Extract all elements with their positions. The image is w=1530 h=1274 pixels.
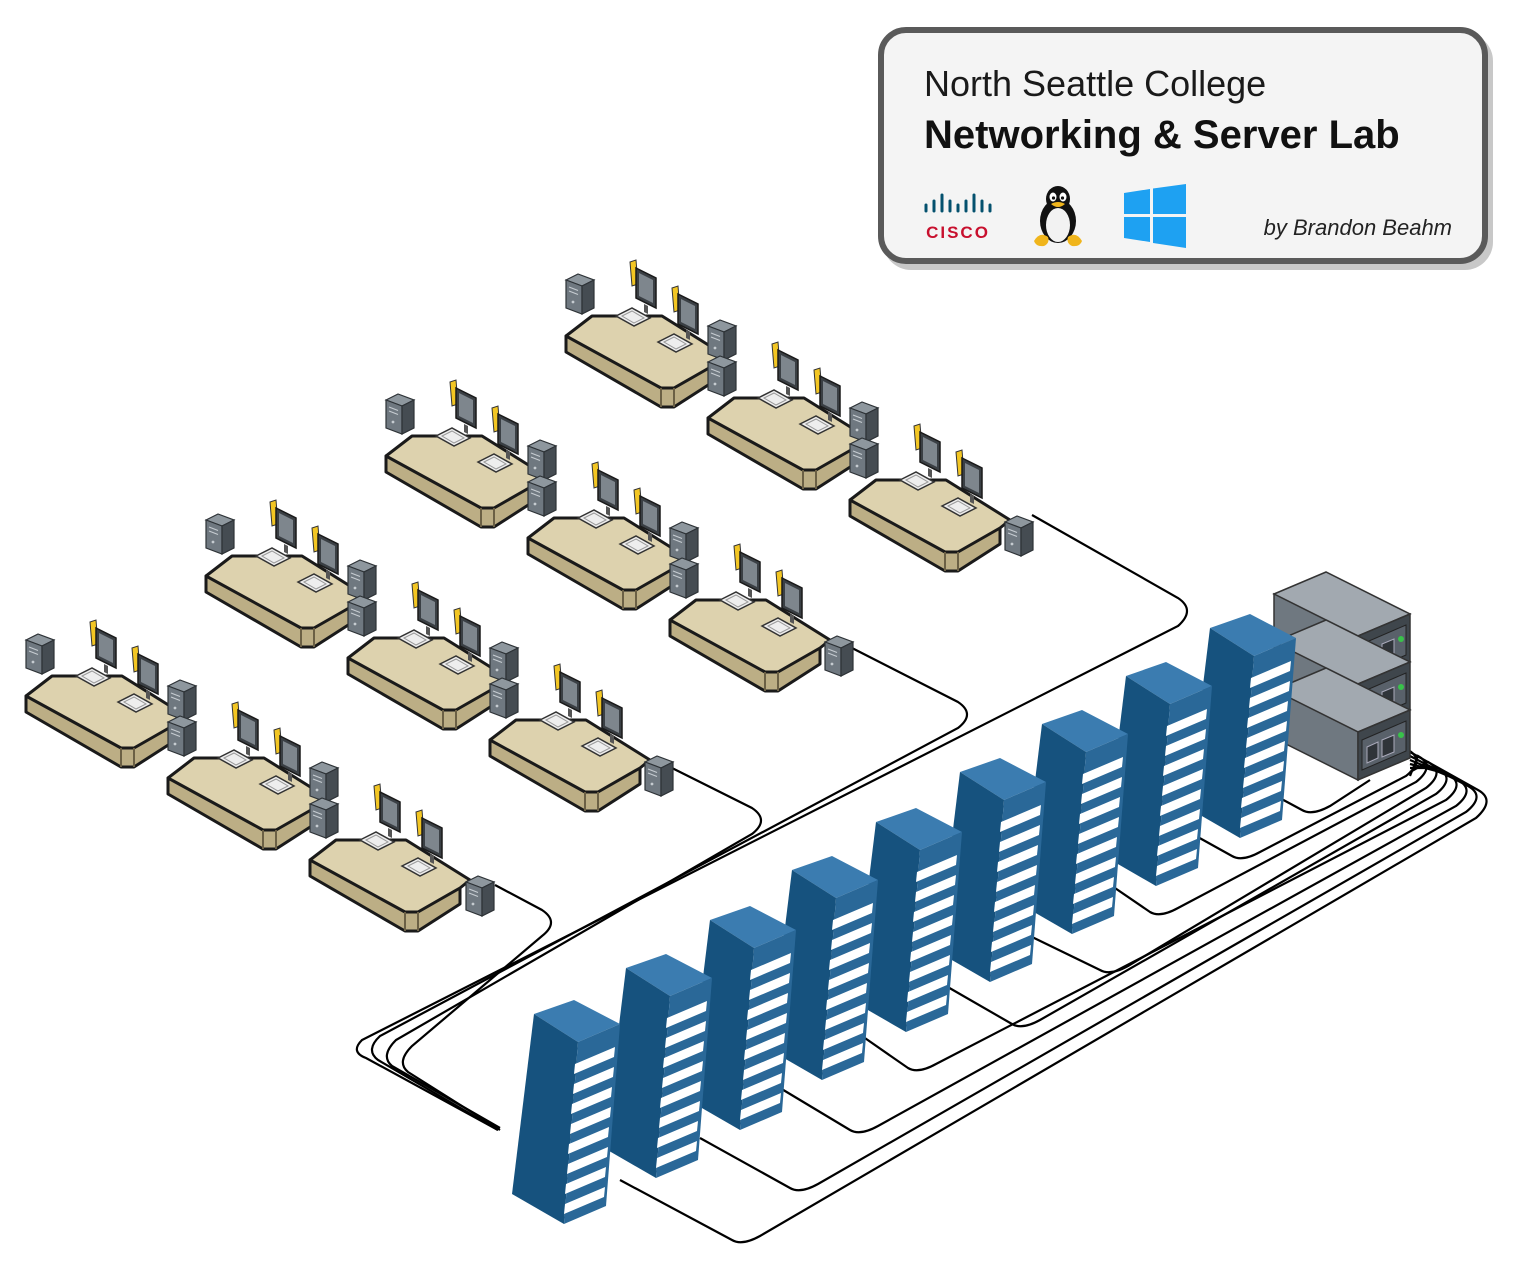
pc-tower — [347, 559, 377, 601]
server-rack-2 — [604, 954, 712, 1178]
pc-tower — [849, 401, 879, 443]
pc-tower — [489, 677, 519, 719]
server-rack-1 — [512, 1000, 620, 1224]
cable-rack-9 — [1275, 779, 1371, 814]
cable-row-1 — [355, 514, 1189, 1131]
author-credit: by Brandon Beahm — [1263, 215, 1452, 240]
linux-tux-icon — [1030, 183, 1086, 247]
pc-tower — [465, 875, 495, 917]
cisco-wordmark: CISCO — [926, 223, 990, 242]
cable-rack-1 — [619, 751, 1488, 1244]
pc-tower — [167, 679, 197, 721]
pc-tower — [309, 797, 339, 839]
cable-row-4 — [401, 884, 553, 1131]
institution-name: North Seattle College — [924, 63, 1267, 104]
cisco-bars-icon — [924, 193, 992, 213]
cable-rack-8 — [1195, 749, 1418, 860]
pc-tower — [824, 635, 854, 677]
title-card: North Seattle College Networking & Serve… — [878, 27, 1488, 264]
pc-tower — [707, 319, 737, 361]
server-chassis-stack — [1273, 571, 1411, 781]
cisco-logo: CISCO — [922, 193, 998, 243]
pc-tower — [167, 715, 197, 757]
pc-tower — [205, 513, 235, 555]
server-racks — [512, 614, 1296, 1224]
pc-tower — [309, 761, 339, 803]
pc-tower — [385, 393, 415, 435]
pc-tower — [347, 595, 377, 637]
pc-tower — [669, 521, 699, 563]
pc-tower — [849, 437, 879, 479]
cable-rack-3 — [779, 758, 1468, 1134]
pc-tower — [25, 633, 55, 675]
pc-tower — [707, 355, 737, 397]
cable-rack-6 — [1029, 760, 1438, 974]
pc-tower — [527, 475, 557, 517]
network-cables — [355, 514, 1488, 1244]
windows-icon — [1122, 183, 1188, 249]
cable-rack-4 — [861, 762, 1458, 1072]
cable-rack-5 — [945, 766, 1448, 1028]
cable-row-3 — [385, 767, 763, 1129]
lab-title: Networking & Server Lab — [924, 113, 1400, 157]
pc-tower — [669, 557, 699, 599]
pc-tower — [489, 641, 519, 683]
pc-tower — [565, 273, 595, 315]
pc-tower — [644, 755, 674, 797]
cable-rack-2 — [699, 755, 1478, 1192]
cable-rack-7 — [1111, 754, 1428, 916]
pc-tower — [1004, 515, 1034, 557]
pc-tower — [527, 439, 557, 481]
